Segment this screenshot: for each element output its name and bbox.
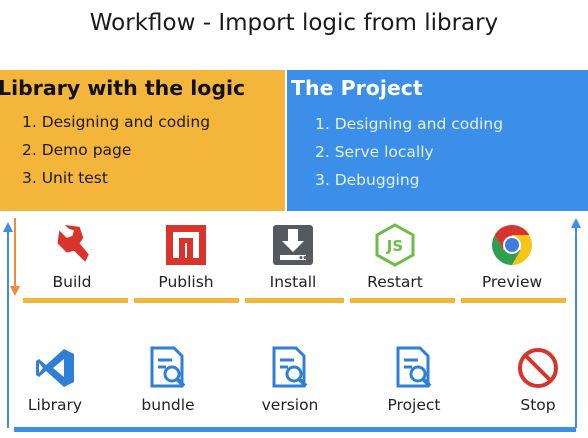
bottom-row: Library bundle version Project	[0, 340, 588, 430]
svg-text:JS: JS	[386, 237, 403, 255]
stop-label: Stop	[520, 396, 556, 414]
preview-bar	[461, 298, 566, 303]
document-search-icon	[272, 346, 308, 388]
wrench-icon	[57, 225, 89, 262]
project-panel: The Project 1. Designing and coding 2. S…	[287, 70, 588, 211]
project-panel-heading: The Project	[291, 76, 423, 100]
library-step: 1. Designing and coding	[22, 113, 211, 131]
project-steps-list: 1. Designing and coding 2. Serve locally…	[291, 110, 588, 194]
project-step: Project	[364, 340, 464, 414]
build-step: Build	[22, 217, 122, 291]
document-search-icon	[150, 346, 186, 388]
project-step: 2. Serve locally	[315, 143, 434, 161]
library-step: Library	[5, 340, 105, 414]
library-step: 2. Demo page	[22, 141, 132, 159]
install-label: Install	[269, 273, 317, 291]
version-step: version	[240, 340, 340, 414]
library-panel: Library with the logic 1. Designing and …	[0, 70, 285, 211]
top-row: Build Publish Install JS Restart	[0, 217, 588, 307]
bundle-step: bundle	[118, 340, 218, 414]
npm-icon	[166, 225, 206, 265]
diagram-title: Workflow - Import logic from library	[89, 10, 499, 36]
preview-label: Preview	[481, 273, 543, 291]
document-search-icon	[396, 346, 432, 388]
restart-label: Restart	[367, 273, 423, 291]
restart-bar	[350, 298, 455, 303]
project-step: 1. Designing and coding	[315, 115, 504, 133]
vscode-icon	[36, 349, 74, 387]
library-step: 3. Unit test	[22, 169, 108, 187]
version-label: version	[261, 396, 319, 414]
publish-bar	[134, 298, 239, 303]
install-step: Install	[243, 217, 343, 291]
install-bar	[245, 298, 344, 303]
restart-step: JS Restart	[345, 217, 445, 291]
publish-step: Publish	[136, 217, 236, 291]
bottom-bar	[14, 427, 576, 432]
download-tray-icon	[273, 225, 313, 265]
build-label: Build	[52, 273, 92, 291]
project-label: Project	[387, 396, 441, 414]
publish-label: Publish	[158, 273, 214, 291]
prohibited-icon	[518, 348, 558, 388]
down-arrow	[10, 218, 20, 296]
up-arrow-left	[3, 222, 13, 428]
stop-step: Stop	[488, 340, 588, 414]
library-steps-list: 1. Designing and coding 2. Demo page 3. …	[0, 108, 285, 192]
library-label: Library	[27, 396, 83, 414]
library-panel-heading: Library with the logic	[0, 76, 246, 100]
nodejs-icon: JS	[375, 223, 415, 267]
preview-step: Preview	[462, 217, 562, 291]
bundle-label: bundle	[141, 396, 195, 414]
build-bar	[23, 298, 128, 303]
chrome-icon	[492, 225, 532, 265]
project-step: 3. Debugging	[315, 171, 420, 189]
up-arrow-right	[571, 218, 581, 428]
